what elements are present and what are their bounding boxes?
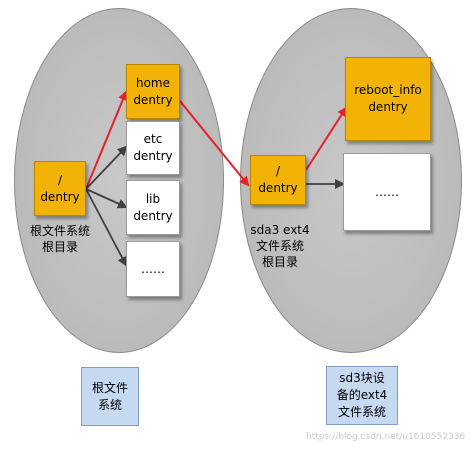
- sda3-more-dentries: ……: [343, 153, 431, 231]
- root-fs-caption: 根文件 系统: [81, 367, 139, 426]
- root-more-dentries: ……: [126, 241, 180, 297]
- sda3-root-dentry: / dentry: [250, 155, 306, 205]
- root-fs-label: 根文件系统 根目录: [29, 224, 90, 254]
- etc-dentry: etc dentry: [126, 121, 180, 175]
- reboot-info-dentry: reboot_info dentry: [345, 57, 431, 141]
- root-dentry: / dentry: [34, 161, 86, 216]
- watermark: https://blog.csdn.net/u1610552336: [306, 432, 466, 442]
- arrow-home-to-sda3-root: [179, 100, 250, 187]
- home-dentry: home dentry: [126, 64, 180, 119]
- sda3-fs-label: sda3 ext4 文件系统 根目录: [250, 223, 310, 269]
- arrow-root-to-more: [85, 188, 127, 267]
- arrow-root-to-lib: [85, 188, 128, 209]
- sda3-fs-caption: sd3块设 备的ext4 文件系统: [326, 366, 398, 425]
- arrow-root-to-home: [85, 90, 128, 190]
- lib-dentry: lib dentry: [126, 180, 180, 235]
- arrow-sda3-root-to-reboot-info: [305, 106, 348, 171]
- arrow-root-to-etc: [85, 145, 128, 190]
